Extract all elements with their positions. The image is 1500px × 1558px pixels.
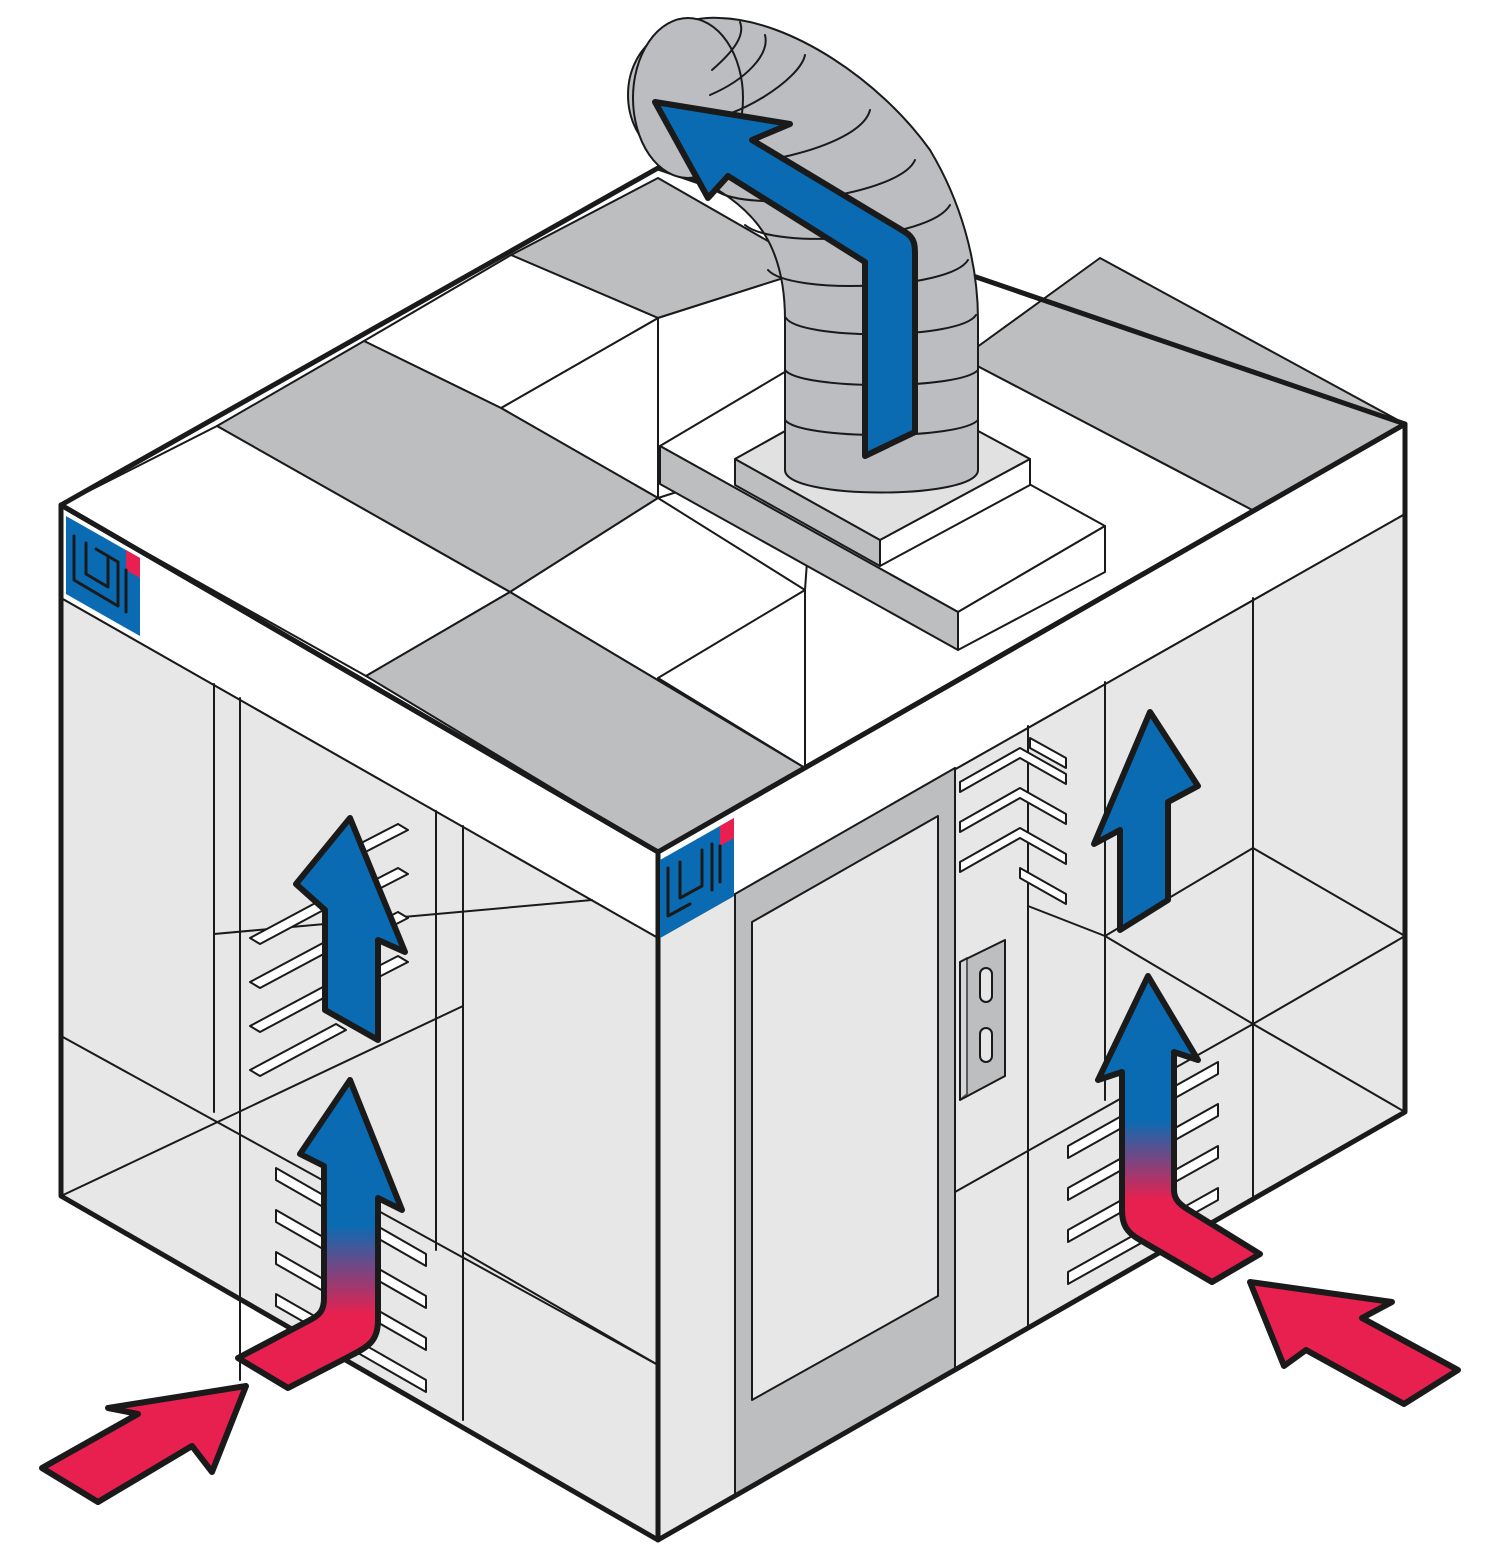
- panel-diagonal: [954, 1023, 1254, 1193]
- panel-diagonal: [462, 1251, 659, 1366]
- vent-slot: [1019, 867, 1067, 905]
- upflow-arrow-icon: [293, 709, 1201, 1043]
- handle-slot: [979, 967, 993, 1003]
- door-window: [751, 815, 939, 1401]
- door[interactable]: [734, 767, 956, 1497]
- vent-slot: [959, 747, 1067, 793]
- intake-arrow-right: [1247, 1279, 1461, 1407]
- upflow-arrow-upper-left: [293, 815, 408, 1043]
- logo-mark: [666, 842, 722, 918]
- vent-slot: [959, 787, 1067, 833]
- vent-slot: [1029, 737, 1067, 769]
- panel-diagonal: [1027, 905, 1106, 937]
- vent-slot: [959, 827, 1067, 873]
- panel-diagonal: [1104, 935, 1254, 1025]
- right-wall: [655, 421, 1408, 1543]
- base-lower-right: [957, 525, 1106, 651]
- duct-rib: [711, 21, 743, 71]
- intake-arrow-left: [39, 1383, 249, 1505]
- ui-logo-icon: [66, 516, 140, 636]
- vent-slot: [249, 1023, 347, 1077]
- logo-red: [720, 818, 734, 846]
- logo-bg: [660, 818, 734, 938]
- intake-arrow-icon: [39, 973, 1461, 1505]
- upflow-arrow-upper-right: [1091, 709, 1201, 933]
- vent-upper-right: [959, 737, 1067, 905]
- logo-mark: [72, 534, 128, 614]
- handle-slot: [979, 1027, 993, 1063]
- panel-diagonal: [1252, 847, 1406, 937]
- right-wall-outline: [655, 421, 1408, 1543]
- exhaust-arrow-icon: [652, 99, 918, 459]
- panel-diagonal: [1252, 935, 1406, 1025]
- ui-logo-icon: [660, 818, 734, 938]
- bend-arrow-right: [1095, 973, 1263, 1285]
- panel-diagonal: [60, 1005, 464, 1197]
- handle-plate-side: [959, 957, 968, 1101]
- door-handle-plate[interactable]: [959, 939, 1006, 1101]
- bend-arrow-left: [235, 1077, 405, 1391]
- duct-rib: [709, 34, 767, 96]
- panel-diagonal: [1252, 1023, 1406, 1113]
- exhaust-arrow: [652, 99, 918, 459]
- logo-red: [126, 550, 140, 578]
- roof-panels: [60, 177, 1406, 853]
